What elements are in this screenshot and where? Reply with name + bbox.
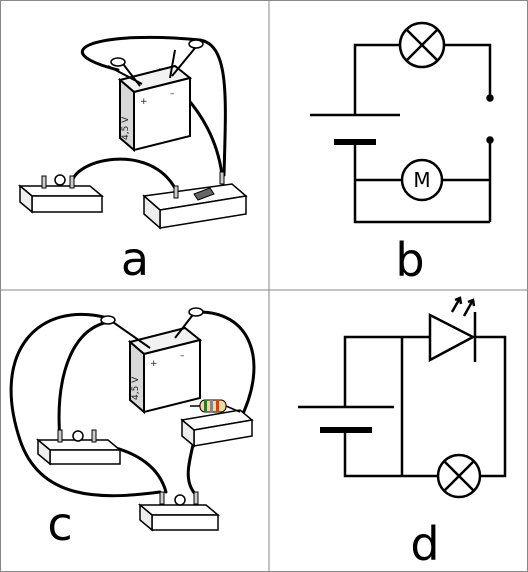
battery-plus-c: + — [150, 359, 158, 369]
battery-voltage-c: 4,5 V — [131, 376, 141, 400]
panel-d: d — [298, 296, 507, 571]
panel-a: + – 4,5 V a — [17, 35, 248, 286]
battery-minus-a: – — [170, 89, 175, 99]
battery-minus-c: – — [180, 351, 185, 361]
panel-label-d: d — [410, 517, 439, 571]
panel-label-b: b — [395, 233, 424, 287]
lamp-board-c-bottom — [137, 491, 221, 532]
lamp-board-a — [17, 174, 105, 214]
led-symbol-d — [428, 296, 477, 363]
switch-board-a — [142, 171, 248, 230]
battery-c: + – 4,5 V — [100, 307, 204, 415]
panel-label-c: c — [47, 497, 72, 551]
lamp-symbol-d — [436, 453, 482, 499]
motor-symbol-b — [400, 158, 444, 202]
panel-b: M b — [310, 21, 494, 287]
panel-label-a: a — [121, 232, 149, 286]
lamp-board-c-left — [35, 429, 123, 466]
motor-label-b: M — [413, 168, 430, 192]
resistor-board-c — [180, 399, 254, 448]
panel-c: + – 4,5 V — [9, 307, 256, 551]
lamp-symbol-b — [398, 21, 446, 69]
resistor-icon — [190, 399, 241, 413]
battery-voltage-a: 4,5 V — [121, 116, 131, 140]
battery-a: + – 4,5 V — [107, 39, 204, 153]
battery-plus-a: + — [140, 97, 148, 107]
